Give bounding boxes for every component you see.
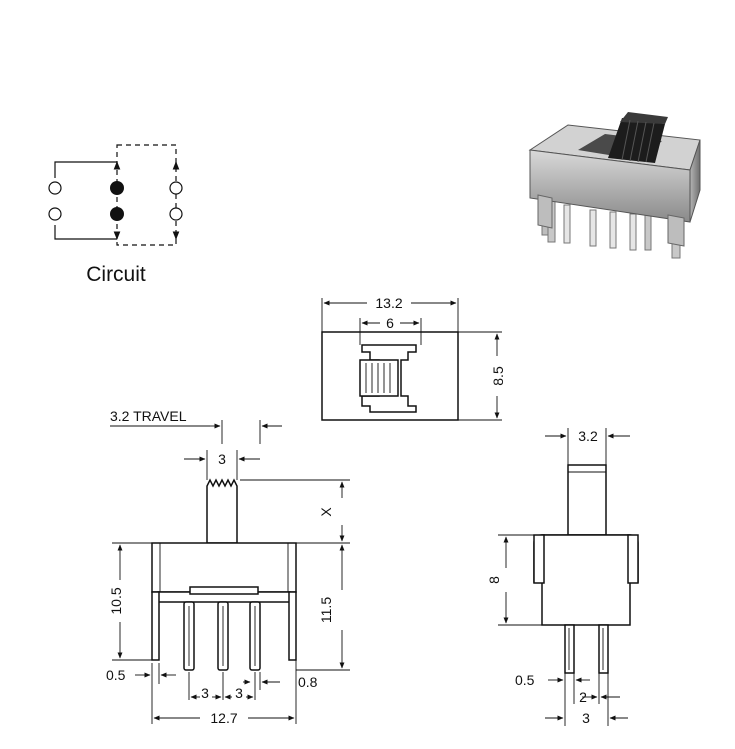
- side-tab-left: [533, 534, 545, 584]
- dim-front-height-left: 10.5: [108, 587, 124, 614]
- front-base-step: [189, 586, 259, 595]
- dim-side-overall: 3: [582, 710, 590, 726]
- terminal-open: [48, 207, 62, 221]
- circuit-wire-top: [54, 161, 117, 178]
- dim-side-pin-width: 0.5: [515, 672, 535, 688]
- dim-side-actuator: 3.2: [578, 428, 598, 444]
- front-leg-left: [151, 591, 160, 661]
- dim-side-pitch: 2: [579, 689, 587, 705]
- side-pin: [564, 624, 575, 674]
- dim-front-actuator: 3: [218, 451, 226, 467]
- dim-top-slot: 6: [386, 315, 394, 331]
- circuit-wire-bottom: [54, 225, 117, 240]
- top-view: 13.2 6 8.5: [321, 295, 506, 421]
- dim-front-x: X: [318, 507, 334, 517]
- front-leg-right: [288, 591, 297, 661]
- front-actuator: [206, 478, 238, 544]
- front-view: 3.2 TRAVEL 3 X 11.5 10.5 0.5: [106, 408, 350, 726]
- side-view: 3.2 8 0.5 2 3: [486, 428, 639, 726]
- terminal-common: [110, 181, 124, 195]
- dim-front-pitch-right: 3: [235, 685, 243, 701]
- product-illustration: [528, 112, 701, 259]
- side-actuator: [567, 464, 607, 536]
- dim-front-overall: 12.7: [210, 710, 237, 726]
- circuit-dashed-box: [116, 144, 177, 246]
- dim-front-pin-offset: 0.8: [298, 674, 318, 690]
- terminal-open: [48, 181, 62, 195]
- terminal-open: [169, 207, 183, 221]
- terminal-open: [169, 181, 183, 195]
- side-pin: [598, 624, 609, 674]
- dim-front-height-right: 11.5: [318, 597, 334, 623]
- front-housing: [151, 542, 297, 593]
- dim-travel-label: 3.2 TRAVEL: [110, 408, 187, 424]
- dim-side-height: 8: [486, 576, 502, 584]
- side-housing: [541, 534, 631, 626]
- side-tab-right: [627, 534, 639, 584]
- dim-top-width: 13.2: [375, 295, 402, 311]
- dim-top-height: 8.5: [490, 366, 506, 386]
- dim-front-pin-width: 0.5: [106, 667, 126, 683]
- dim-front-pitch-left: 3: [201, 685, 209, 701]
- circuit-diagram: Circuit: [48, 144, 183, 286]
- terminal-common: [110, 207, 124, 221]
- circuit-label: Circuit: [86, 263, 146, 286]
